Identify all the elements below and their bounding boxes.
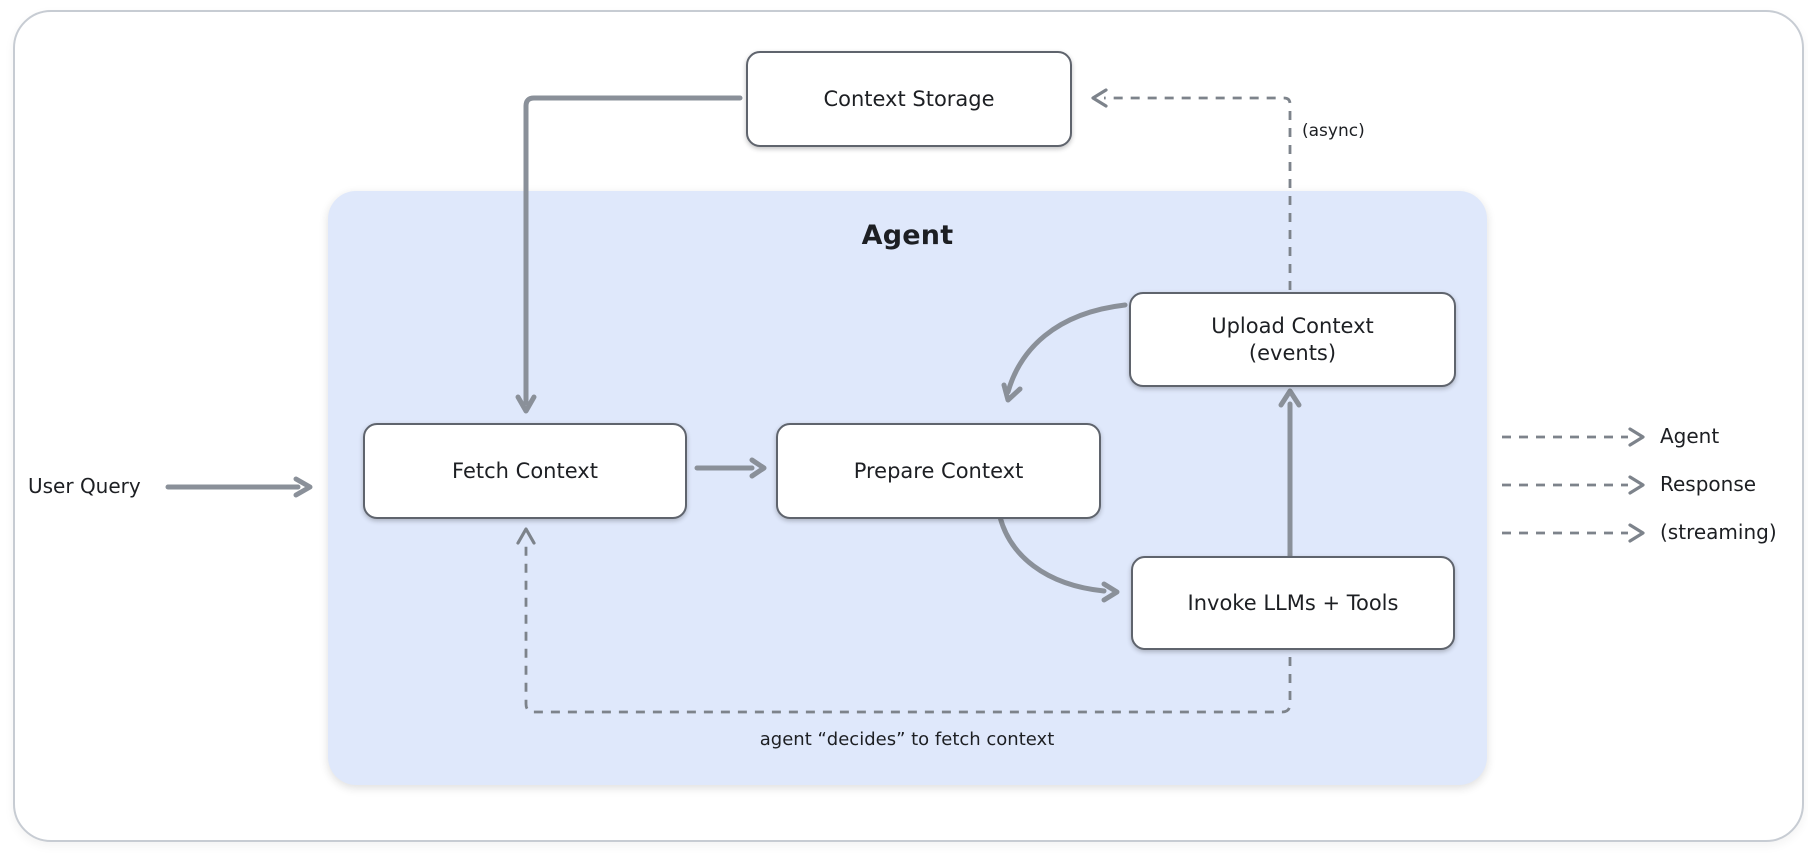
upload-context-label-line1: Upload Context <box>1211 314 1374 339</box>
prepare-context-label: Prepare Context <box>853 458 1024 483</box>
prepare-context-node: Prepare Context <box>776 423 1101 519</box>
upload-context-label: Upload Context (events) <box>1211 313 1374 366</box>
user-query-label: User Query <box>28 474 141 498</box>
fetch-context-node: Fetch Context <box>363 423 687 519</box>
async-annotation: (async) <box>1302 121 1365 141</box>
decides-annotation: agent “decides” to fetch context <box>759 729 1055 750</box>
agent-panel-title: Agent <box>861 220 954 251</box>
output-label-agent: Agent <box>1660 424 1720 448</box>
context-storage-label: Context Storage <box>823 86 995 111</box>
invoke-llms-label: Invoke LLMs + Tools <box>1187 590 1399 615</box>
fetch-context-label: Fetch Context <box>452 458 598 483</box>
output-label-response: Response <box>1660 472 1757 496</box>
context-storage-node: Context Storage <box>746 51 1072 147</box>
upload-context-label-line2: (events) <box>1248 340 1337 365</box>
output-label-streaming: (streaming) <box>1660 520 1777 544</box>
upload-context-node: Upload Context (events) <box>1129 292 1456 387</box>
invoke-llms-node: Invoke LLMs + Tools <box>1131 556 1455 650</box>
